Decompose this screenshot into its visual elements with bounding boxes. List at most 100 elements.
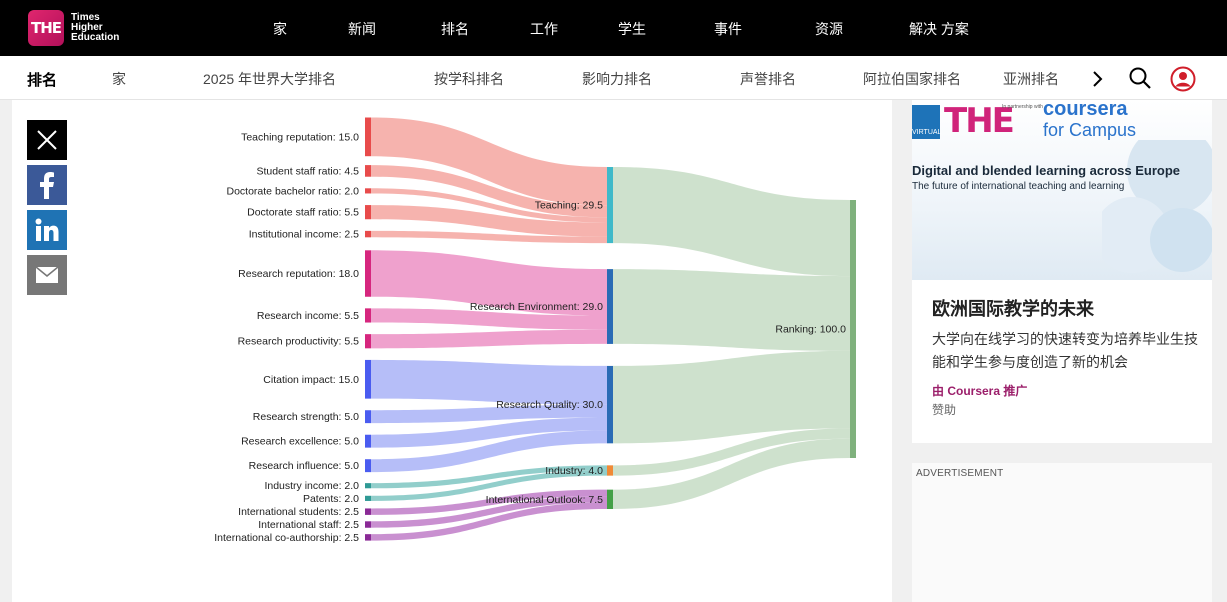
label-international-students-2-5: International students: 2.5: [238, 506, 359, 518]
node-research-environment-29-0: [607, 269, 613, 344]
share-email-button[interactable]: [27, 255, 67, 295]
logo-mark: THE: [28, 10, 64, 46]
link-international-co-authorship-2-5: [371, 502, 607, 541]
top-navbar: THE Times Higher Education 家 新闻 排名 工作 学生…: [0, 0, 1227, 56]
advertisement-label: ADVERTISEMENT: [916, 468, 1004, 479]
label-research-productivity-5-5: Research productivity: 5.5: [238, 336, 360, 348]
link-international-students-2-5: [371, 489, 607, 515]
label-patents-2-0: Patents: 2.0: [303, 493, 359, 505]
top-nav-news[interactable]: 新闻: [348, 21, 376, 37]
subnav-title[interactable]: 排名: [27, 72, 58, 89]
link-research-reputation-18-0: [371, 250, 607, 316]
ad-partner-text: In partnership with: [1002, 104, 1043, 110]
label-doctorate-staff-ratio-5-5: Doctorate staff ratio: 5.5: [247, 207, 359, 219]
node-international-staff-2-5: [365, 521, 371, 528]
facebook-icon: [40, 172, 54, 199]
node-international-students-2-5: [365, 508, 371, 515]
sponsored-card[interactable]: VIRTUAL THE In partnership with coursera…: [912, 100, 1212, 443]
node-research-influence-5-0: [365, 459, 371, 473]
subnav-world-rankings[interactable]: 2025 年世界大学排名: [203, 71, 337, 87]
top-nav-home[interactable]: 家: [273, 21, 287, 37]
label-industry-4-0: Industry: 4.0: [545, 465, 603, 477]
label-citation-impact-15-0: Citation impact: 15.0: [263, 374, 359, 386]
user-account-icon[interactable]: [1170, 66, 1196, 92]
chevron-right-icon[interactable]: [1091, 68, 1105, 90]
link-research-excellence-5-0: [371, 417, 607, 448]
sponsor-name[interactable]: 由 Coursera 推广: [932, 384, 1028, 398]
subnav-home[interactable]: 家: [112, 71, 126, 87]
share-facebook-button[interactable]: [27, 165, 67, 205]
logo-wordmark: Times Higher Education: [71, 13, 119, 43]
coursera-logo: coursera: [1043, 100, 1128, 120]
label-research-quality-30-0: Research Quality: 30.0: [496, 399, 603, 411]
logo-line-2: Higher: [71, 22, 103, 33]
link-research-income-5-5: [371, 308, 607, 330]
node-research-reputation-18-0: [365, 250, 371, 297]
advertisement-slot: ADVERTISEMENT: [912, 463, 1212, 602]
node-international-co-authorship-2-5: [365, 534, 371, 541]
link-research-influence-5-0: [371, 430, 607, 473]
top-nav-resources[interactable]: 资源: [815, 21, 843, 37]
the-logo[interactable]: THE Times Higher Education: [28, 10, 119, 46]
label-ranking: Ranking: 100.0: [775, 324, 846, 336]
link-research-productivity-5-5: [371, 329, 607, 349]
subnav-subject-rankings[interactable]: 按学科排名: [434, 71, 504, 87]
logo-line-3: Education: [71, 32, 120, 43]
node-doctorate-bachelor-ratio-2-0: [365, 188, 371, 194]
node-research-excellence-5-0: [365, 434, 371, 448]
link-student-staff-ratio-4-5: [371, 165, 607, 218]
node-teaching-29-5: [607, 167, 613, 244]
share-linkedin-button[interactable]: [27, 210, 67, 250]
top-nav-solutions[interactable]: 解决 方案: [909, 21, 969, 37]
label-teaching-29-5: Teaching: 29.5: [535, 200, 603, 212]
label-international-staff-2-5: International staff: 2.5: [258, 519, 359, 531]
subnav-impact-rankings[interactable]: 影响力排名: [582, 71, 652, 87]
link-industry-income-2-0: [371, 465, 607, 489]
sponsored-banner: VIRTUAL THE In partnership with coursera…: [912, 100, 1212, 280]
node-industry-4-0: [607, 465, 613, 476]
logo-line-1: Times: [71, 12, 100, 23]
banner-subheading: The future of international teaching and…: [912, 181, 1125, 192]
subnav-asia-rankings[interactable]: 亚洲排名: [1003, 71, 1059, 87]
node-student-staff-ratio-4-5: [365, 165, 371, 177]
search-icon[interactable]: [1128, 66, 1152, 90]
subnav-arab-rankings[interactable]: 阿拉伯国家排名: [863, 71, 961, 87]
share-x-button[interactable]: [27, 120, 67, 160]
label-student-staff-ratio-4-5: Student staff ratio: 4.5: [256, 165, 359, 177]
subnav-reputation-rankings[interactable]: 声誉排名: [740, 71, 796, 87]
virtual-badge: VIRTUAL: [912, 105, 941, 139]
node-research-strength-5-0: [365, 410, 371, 424]
x-icon: [37, 130, 57, 150]
link-international-staff-2-5: [371, 496, 607, 528]
link-teaching-reputation-15-0: [371, 117, 607, 206]
top-nav-jobs[interactable]: 工作: [530, 21, 558, 37]
label-international-co-authorship-2-5: International co-authorship: 2.5: [214, 532, 359, 544]
label-doctorate-bachelor-ratio-2-0: Doctorate bachelor ratio: 2.0: [227, 185, 360, 197]
node-research-quality-30-0: [607, 365, 613, 444]
linkedin-icon: [35, 218, 59, 241]
top-nav-rankings[interactable]: 排名: [441, 21, 469, 37]
label-research-environment-29-0: Research Environment: 29.0: [470, 301, 603, 313]
link-doctorate-bachelor-ratio-2-0: [371, 188, 607, 223]
label-industry-income-2-0: Industry income: 2.0: [264, 480, 359, 492]
sponsored-title[interactable]: 欧洲国际教学的未来: [932, 299, 1094, 319]
coursera-campus-text: for Campus: [1043, 120, 1137, 140]
node-patents-2-0: [365, 495, 371, 501]
link-teaching-29-5-ranking: [613, 167, 850, 277]
link-research-environment-29-0-ranking: [613, 269, 850, 351]
label-teaching-reputation-15-0: Teaching reputation: 15.0: [241, 131, 359, 143]
label-research-reputation-18-0: Research reputation: 18.0: [238, 268, 359, 280]
label-institutional-income-2-5: Institutional income: 2.5: [249, 229, 359, 241]
top-nav-events[interactable]: 事件: [714, 21, 742, 37]
link-citation-impact-15-0: [371, 359, 607, 405]
ad-the-logo: THE: [944, 101, 1015, 141]
label-research-strength-5-0: Research strength: 5.0: [253, 411, 359, 423]
sponsored-label: 赞助: [932, 403, 957, 417]
link-industry-4-0-ranking: [613, 428, 850, 476]
label-research-income-5-5: Research income: 5.5: [257, 310, 359, 322]
link-doctorate-staff-ratio-5-5: [371, 205, 607, 237]
node-international-outlook-7-5: [607, 489, 613, 509]
top-nav-students[interactable]: 学生: [618, 21, 646, 37]
wifi-bubble-decoration: [1102, 140, 1212, 273]
node-research-income-5-5: [365, 308, 371, 323]
